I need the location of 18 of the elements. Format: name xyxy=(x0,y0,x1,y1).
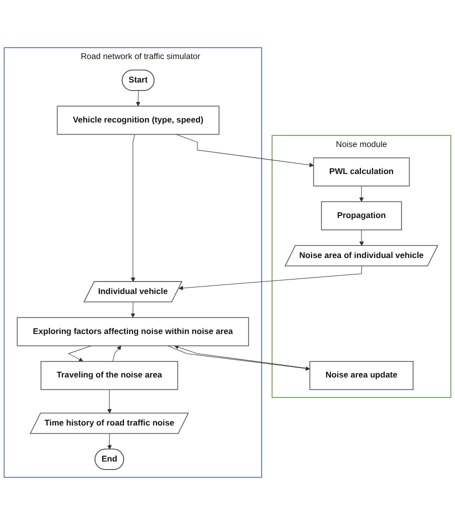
arrow xyxy=(359,230,364,246)
node-box: PWL calculation xyxy=(313,157,410,186)
arrow xyxy=(136,90,140,106)
arrow xyxy=(359,186,364,202)
node-box: Vehicle recognition (type, speed) xyxy=(56,106,220,135)
arrow xyxy=(130,134,136,282)
arrow xyxy=(68,346,92,362)
node-box: Traveling of the noise area xyxy=(40,361,178,390)
arrow xyxy=(107,389,112,414)
arrow xyxy=(178,266,362,290)
node-box: Exploring factors affecting noise within noise area xyxy=(16,317,249,346)
arrow xyxy=(130,302,136,318)
arrow xyxy=(112,346,122,362)
arrow xyxy=(107,433,112,450)
node-box: Noise area update xyxy=(309,361,414,390)
arrow xyxy=(176,134,314,168)
arrow xyxy=(167,346,310,371)
node-box: Propagation xyxy=(321,201,402,230)
